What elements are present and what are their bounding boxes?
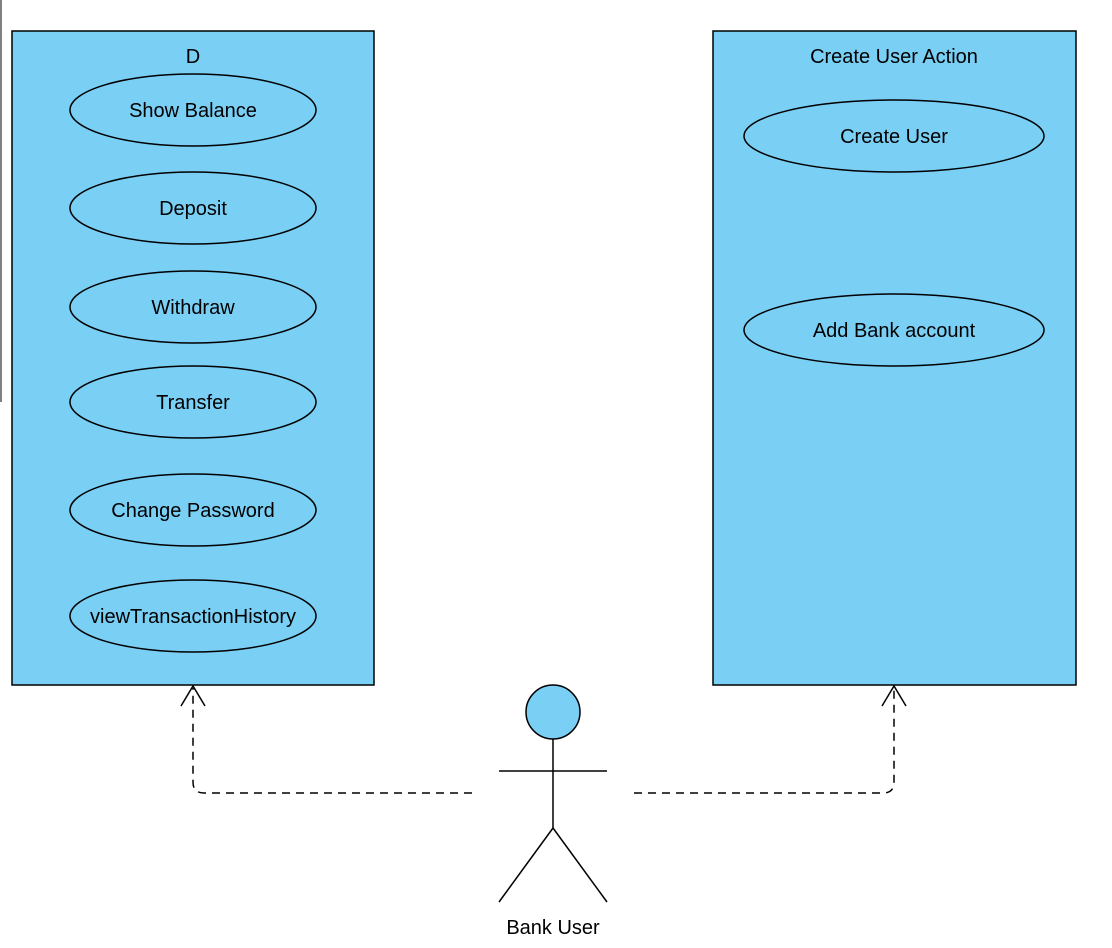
use-case-change-password[interactable]: Change Password (69, 473, 317, 547)
dependency-line (634, 688, 895, 794)
use-case-view-transaction-history[interactable]: viewTransactionHistory (69, 579, 317, 653)
use-case-label: Deposit (159, 198, 227, 220)
use-case-show-balance[interactable]: Show Balance (69, 73, 317, 147)
use-case-label: viewTransactionHistory (90, 606, 296, 628)
use-case-ellipse (69, 270, 317, 344)
use-case-label: Add Bank account (813, 320, 976, 342)
use-case-ellipse (743, 293, 1045, 367)
use-case-transfer[interactable]: Transfer (69, 365, 317, 439)
dependency-arrow-left[interactable] (180, 684, 472, 794)
system-boundary-left[interactable]: D Show Balance Deposit Withdraw Transfer… (11, 30, 375, 686)
actor-label: Bank User (506, 917, 600, 939)
use-case-label: Change Password (111, 500, 274, 522)
arrow-head-icon (881, 684, 907, 707)
use-case-withdraw[interactable]: Withdraw (69, 270, 317, 344)
system-boundary-left-title: D (186, 46, 200, 68)
use-case-ellipse (69, 171, 317, 245)
actor-bank-user[interactable]: Bank User (498, 684, 608, 939)
use-case-ellipse (69, 73, 317, 147)
system-boundary-right[interactable]: Create User Action Create User Add Bank … (712, 30, 1077, 686)
arrow-head-icon (180, 684, 206, 707)
use-case-ellipse (69, 473, 317, 547)
use-case-label: Withdraw (151, 297, 235, 319)
use-case-ellipse (69, 579, 317, 653)
use-case-ellipse (743, 99, 1045, 173)
use-case-label: Create User (840, 126, 948, 148)
use-case-ellipse (69, 365, 317, 439)
actor-right-leg (552, 827, 608, 903)
use-case-add-bank-account[interactable]: Add Bank account (743, 293, 1045, 367)
system-boundary-right-title: Create User Action (810, 46, 978, 68)
use-case-label: Transfer (156, 392, 230, 414)
dependency-arrow-right[interactable] (634, 684, 907, 794)
dependency-line (192, 688, 472, 794)
use-case-deposit[interactable]: Deposit (69, 171, 317, 245)
use-case-create-user[interactable]: Create User (743, 99, 1045, 173)
actor-left-leg (498, 827, 554, 903)
use-case-label: Show Balance (129, 100, 257, 122)
actor-head (525, 684, 581, 740)
